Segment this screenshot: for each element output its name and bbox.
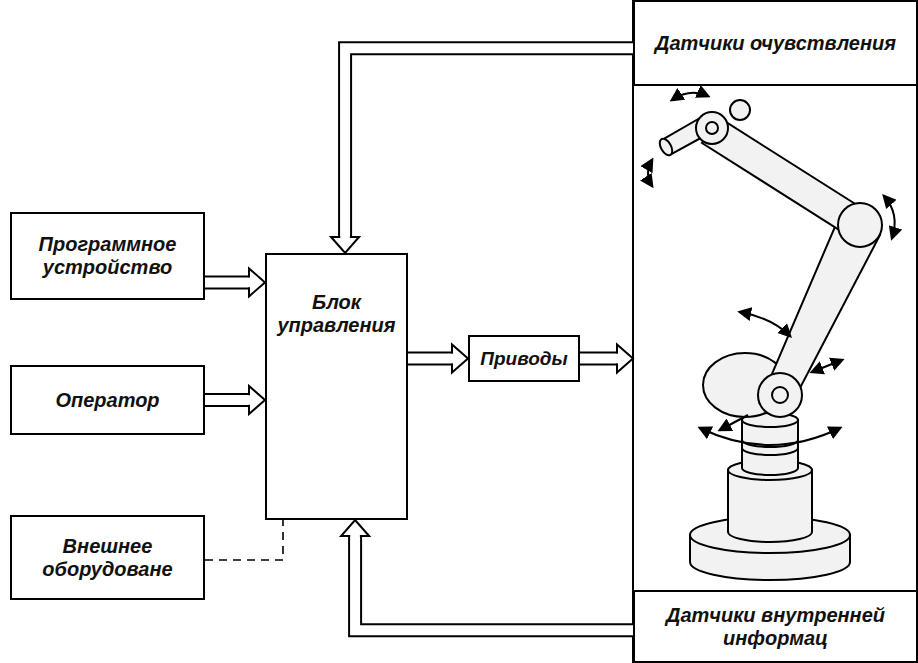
robot-arm [772,387,788,403]
arrow-shaft-inner [345,48,633,237]
arrow-head-join [340,236,350,239]
robot-panel [633,1,917,662]
robot-base [742,420,798,475]
motion-arrows [740,312,790,336]
motion-arrows [720,415,748,430]
robot-arm [758,373,802,417]
arrow-head-join [616,354,619,364]
robot-arm [730,100,750,120]
box-label: Внешнее оборудоване [20,535,195,581]
arrow-head-join [451,354,454,364]
drive-arrow [580,345,633,373]
arrow-head [249,268,265,296]
control-unit-box: Блок управления [265,253,408,520]
arrow-shaft [355,536,633,630]
arrow-shaft-inner [355,536,633,630]
arrow-shaft [345,48,633,237]
robot-arm [657,137,675,158]
arrow-shaft [205,393,249,407]
robot-arm [706,122,718,134]
arrow-shaft [580,352,617,366]
dashed-line [205,520,283,560]
hollow-arrow [331,48,633,253]
arrow-head-join [248,395,251,405]
robot-base [690,413,850,580]
box-label: Датчики очувствления [655,32,896,55]
arrow-head-join [248,278,251,288]
drive-box: Приводы [468,335,580,382]
box-label: Блок управления [275,291,398,337]
motion-arrows [648,160,652,186]
robot-arm [838,203,882,247]
hollow-arrow [205,386,265,414]
arrow-head [341,520,369,536]
motion-arrows [812,360,842,372]
motion-arrows [648,93,895,445]
arrow-shaft [408,352,452,366]
hollow-arrow [408,345,468,373]
hollow-arrow [341,520,633,630]
dashed-link [205,520,283,560]
box-label: Оператор [55,389,159,412]
sensor-band: Датчики внутренней информац [633,590,918,663]
motion-arrows [672,93,708,100]
box-label: Программное устройство [20,233,195,279]
box-label: Датчики внутренней информац [643,604,908,650]
input-box: Внешнее оборудоване [10,515,205,600]
sensor-band: Датчики очувствления [633,0,918,86]
arrow-head [331,237,359,253]
arrow-head [617,345,633,373]
motion-arrows [884,196,895,238]
arrow-shaft [205,275,249,289]
robot-arm [696,112,728,144]
arrow-shaft-inner [205,277,249,287]
hollow-arrow [205,268,265,296]
arrow-head [452,345,468,373]
input-box: Программное устройство [10,212,205,300]
arrow-shaft-inner [408,354,452,364]
arrow-shaft-inner [580,354,617,364]
robot-arm [657,100,882,417]
arrow-head-join [350,535,360,538]
robot-base [742,448,798,455]
arrow-head [249,386,265,414]
arrow-shaft-inner [205,395,249,405]
input-box: Оператор [10,365,205,435]
box-label: Приводы [480,348,567,370]
